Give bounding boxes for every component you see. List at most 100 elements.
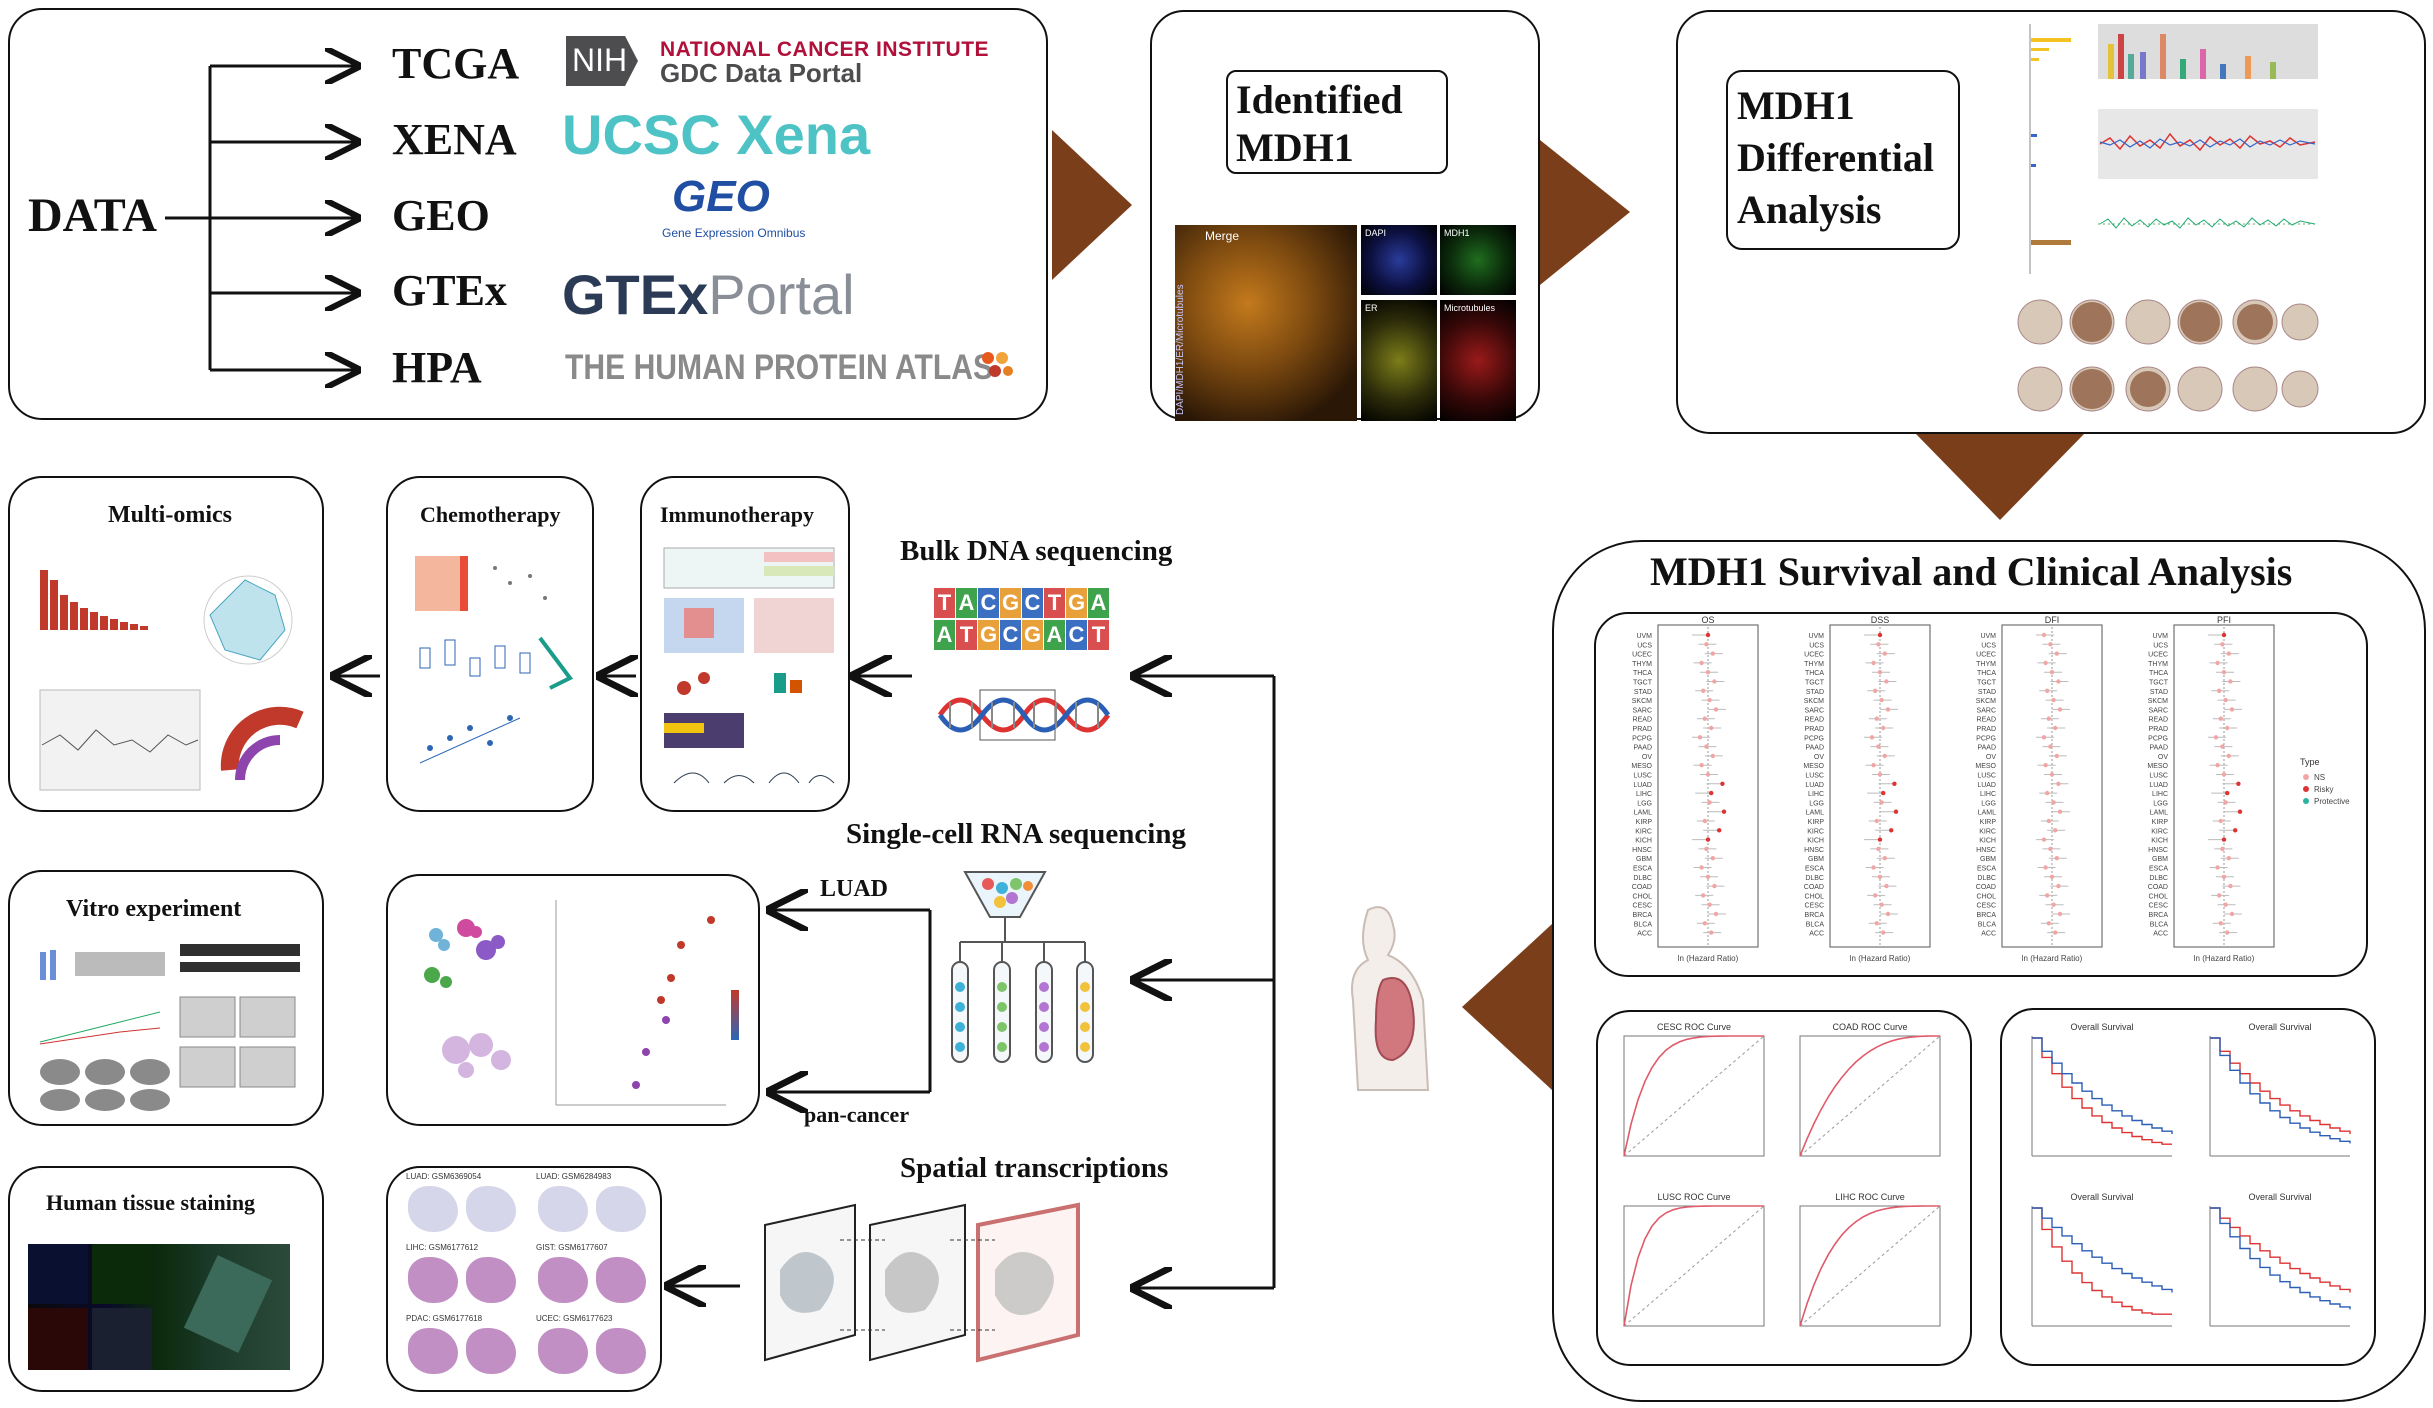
forest-row-label: GBM: [1808, 856, 1824, 863]
forest-row-label: LGG: [2153, 800, 2168, 807]
forest-point: [1877, 670, 1883, 675]
forest-point: [1709, 725, 1714, 731]
forest-point: [2218, 818, 2223, 824]
forest-row-label: STAD: [1634, 689, 1652, 696]
forest-point: [2225, 930, 2230, 935]
forest-point: [2223, 800, 2228, 805]
forest-row-label: CHOL: [1977, 893, 1997, 900]
dna-letter: G: [1066, 588, 1087, 618]
forest-point: [1710, 856, 1715, 861]
forest-point: [1712, 883, 1717, 889]
forest-row-label: ACC: [1809, 931, 1824, 938]
spatial-slides: [764, 1202, 1080, 1363]
forest-row-label: KIRP: [2152, 819, 2169, 826]
forest-row-label: MESO: [2147, 763, 2168, 770]
forest-point: [2220, 744, 2225, 749]
forest-point: [2215, 865, 2220, 870]
forest-point: [2057, 809, 2063, 814]
forest-row-label: SKCM: [1976, 698, 1996, 705]
forest-point: [1702, 716, 1707, 721]
forest-point: [2213, 735, 2219, 740]
forest-point: [2046, 921, 2051, 926]
forest-point: [2226, 856, 2231, 861]
forest-row-label: MESO: [1975, 763, 1996, 770]
forest-row-label: STAD: [1806, 689, 1824, 696]
forest-row-label: UCEC: [1632, 652, 1652, 659]
forest-row-label: LUSC: [1633, 773, 1652, 780]
forest-point: [2228, 883, 2233, 889]
forest-point: [2049, 874, 2055, 879]
forest-row-label: THCA: [1633, 670, 1652, 677]
forest-point: [2046, 716, 2051, 721]
forest-point: [1881, 930, 1886, 935]
forest-row-label: PRAD: [1805, 726, 1824, 733]
forest-row-label: PAAD: [2149, 745, 2168, 752]
forest-row-label: LIHC: [1636, 791, 1652, 798]
forest-row-label: LUSC: [2149, 773, 2168, 780]
forest-point: [1879, 902, 1884, 907]
forest-point: [2053, 930, 2058, 935]
forest-point: [2053, 828, 2058, 833]
connector-arrows: [0, 0, 1276, 1408]
dna-letter: C: [1000, 620, 1021, 650]
tissue-title: Human tissue staining: [46, 1190, 256, 1215]
forest-row-label: OV: [1814, 754, 1824, 761]
nih-logo: NIH: [566, 36, 638, 86]
forest-point: [2215, 660, 2220, 666]
forest-row-label: LUSC: [1805, 773, 1824, 780]
forest-row-label: KIRP: [1808, 819, 1825, 826]
spatial-sample-label: LIHC: GSM6177612: [406, 1243, 479, 1252]
forest-row-label: UCS: [2153, 642, 2168, 649]
forest-row-label: CHOL: [1633, 893, 1653, 900]
km-curve: [2032, 1207, 2173, 1293]
forest-row-label: CESC: [1633, 903, 1652, 910]
forest-row-label: CESC: [1977, 903, 1996, 910]
legend-item: NS: [2314, 773, 2325, 782]
forest-row-label: ACC: [2153, 931, 2168, 938]
roc-panel: [1596, 1010, 1972, 1366]
forest-row-label: STAD: [2150, 689, 2168, 696]
forest-row-label: LGG: [1637, 800, 1652, 807]
km-title: Overall Survival: [2070, 1022, 2133, 1032]
forest-point: [2043, 660, 2048, 666]
forest-point: [2051, 697, 2056, 703]
forest-row-label: KIRC: [2151, 828, 2168, 835]
forest-point: [1874, 716, 1879, 721]
forest-row-label: ESCA: [1977, 866, 1996, 873]
forest-point: [2043, 865, 2048, 870]
forest-point: [1885, 911, 1891, 917]
forest-row-label: ESCA: [1633, 866, 1652, 873]
spatial-sample-label: PDAC: GSM6177618: [406, 1314, 483, 1323]
forest-point: [2221, 837, 2227, 842]
forest-point: [1709, 790, 1714, 796]
forest-point: [1710, 651, 1715, 656]
forest-point: [1876, 642, 1881, 647]
single-cell-icon: [951, 871, 1094, 1063]
forest-row-label: SARC: [1977, 707, 1996, 714]
forest-point: [2229, 707, 2235, 712]
forest-row-label: UCS: [1637, 642, 1652, 649]
forest-point: [2217, 893, 2222, 898]
forest-point: [2218, 716, 2223, 721]
dna-letter: C: [1022, 588, 1043, 618]
single-cell-title: Single-cell RNA sequencing: [846, 818, 1186, 850]
forest-row-label: UVM: [1808, 633, 1824, 640]
forest-point: [2223, 697, 2228, 703]
km-curve: [2210, 1207, 2351, 1310]
forest-title: DSS: [1871, 615, 1890, 625]
forest-row-label: SKCM: [1632, 698, 1652, 705]
forest-point: [1720, 781, 1725, 786]
tissue-section: [596, 1186, 646, 1232]
forest-row-label: KICH: [1635, 838, 1652, 845]
forest-plot-dfi: DFIUVMUCSUCECTHYMTHCATGCTSTADSKCMSARCREA…: [1975, 615, 2103, 963]
nci-logo-text: NATIONAL CANCER INSTITUTE: [660, 38, 990, 61]
forest-point: [1701, 893, 1706, 898]
forest-row-label: HNSC: [1632, 847, 1652, 854]
forest-point: [2221, 632, 2227, 638]
forest-row-label: KIRP: [1980, 819, 1997, 826]
forest-point: [2229, 911, 2235, 917]
forest-row-label: ESCA: [2149, 866, 2168, 873]
roc-chart: LUSC ROC Curve: [1623, 1192, 1765, 1327]
hpa-logo-dots: [982, 352, 1013, 377]
